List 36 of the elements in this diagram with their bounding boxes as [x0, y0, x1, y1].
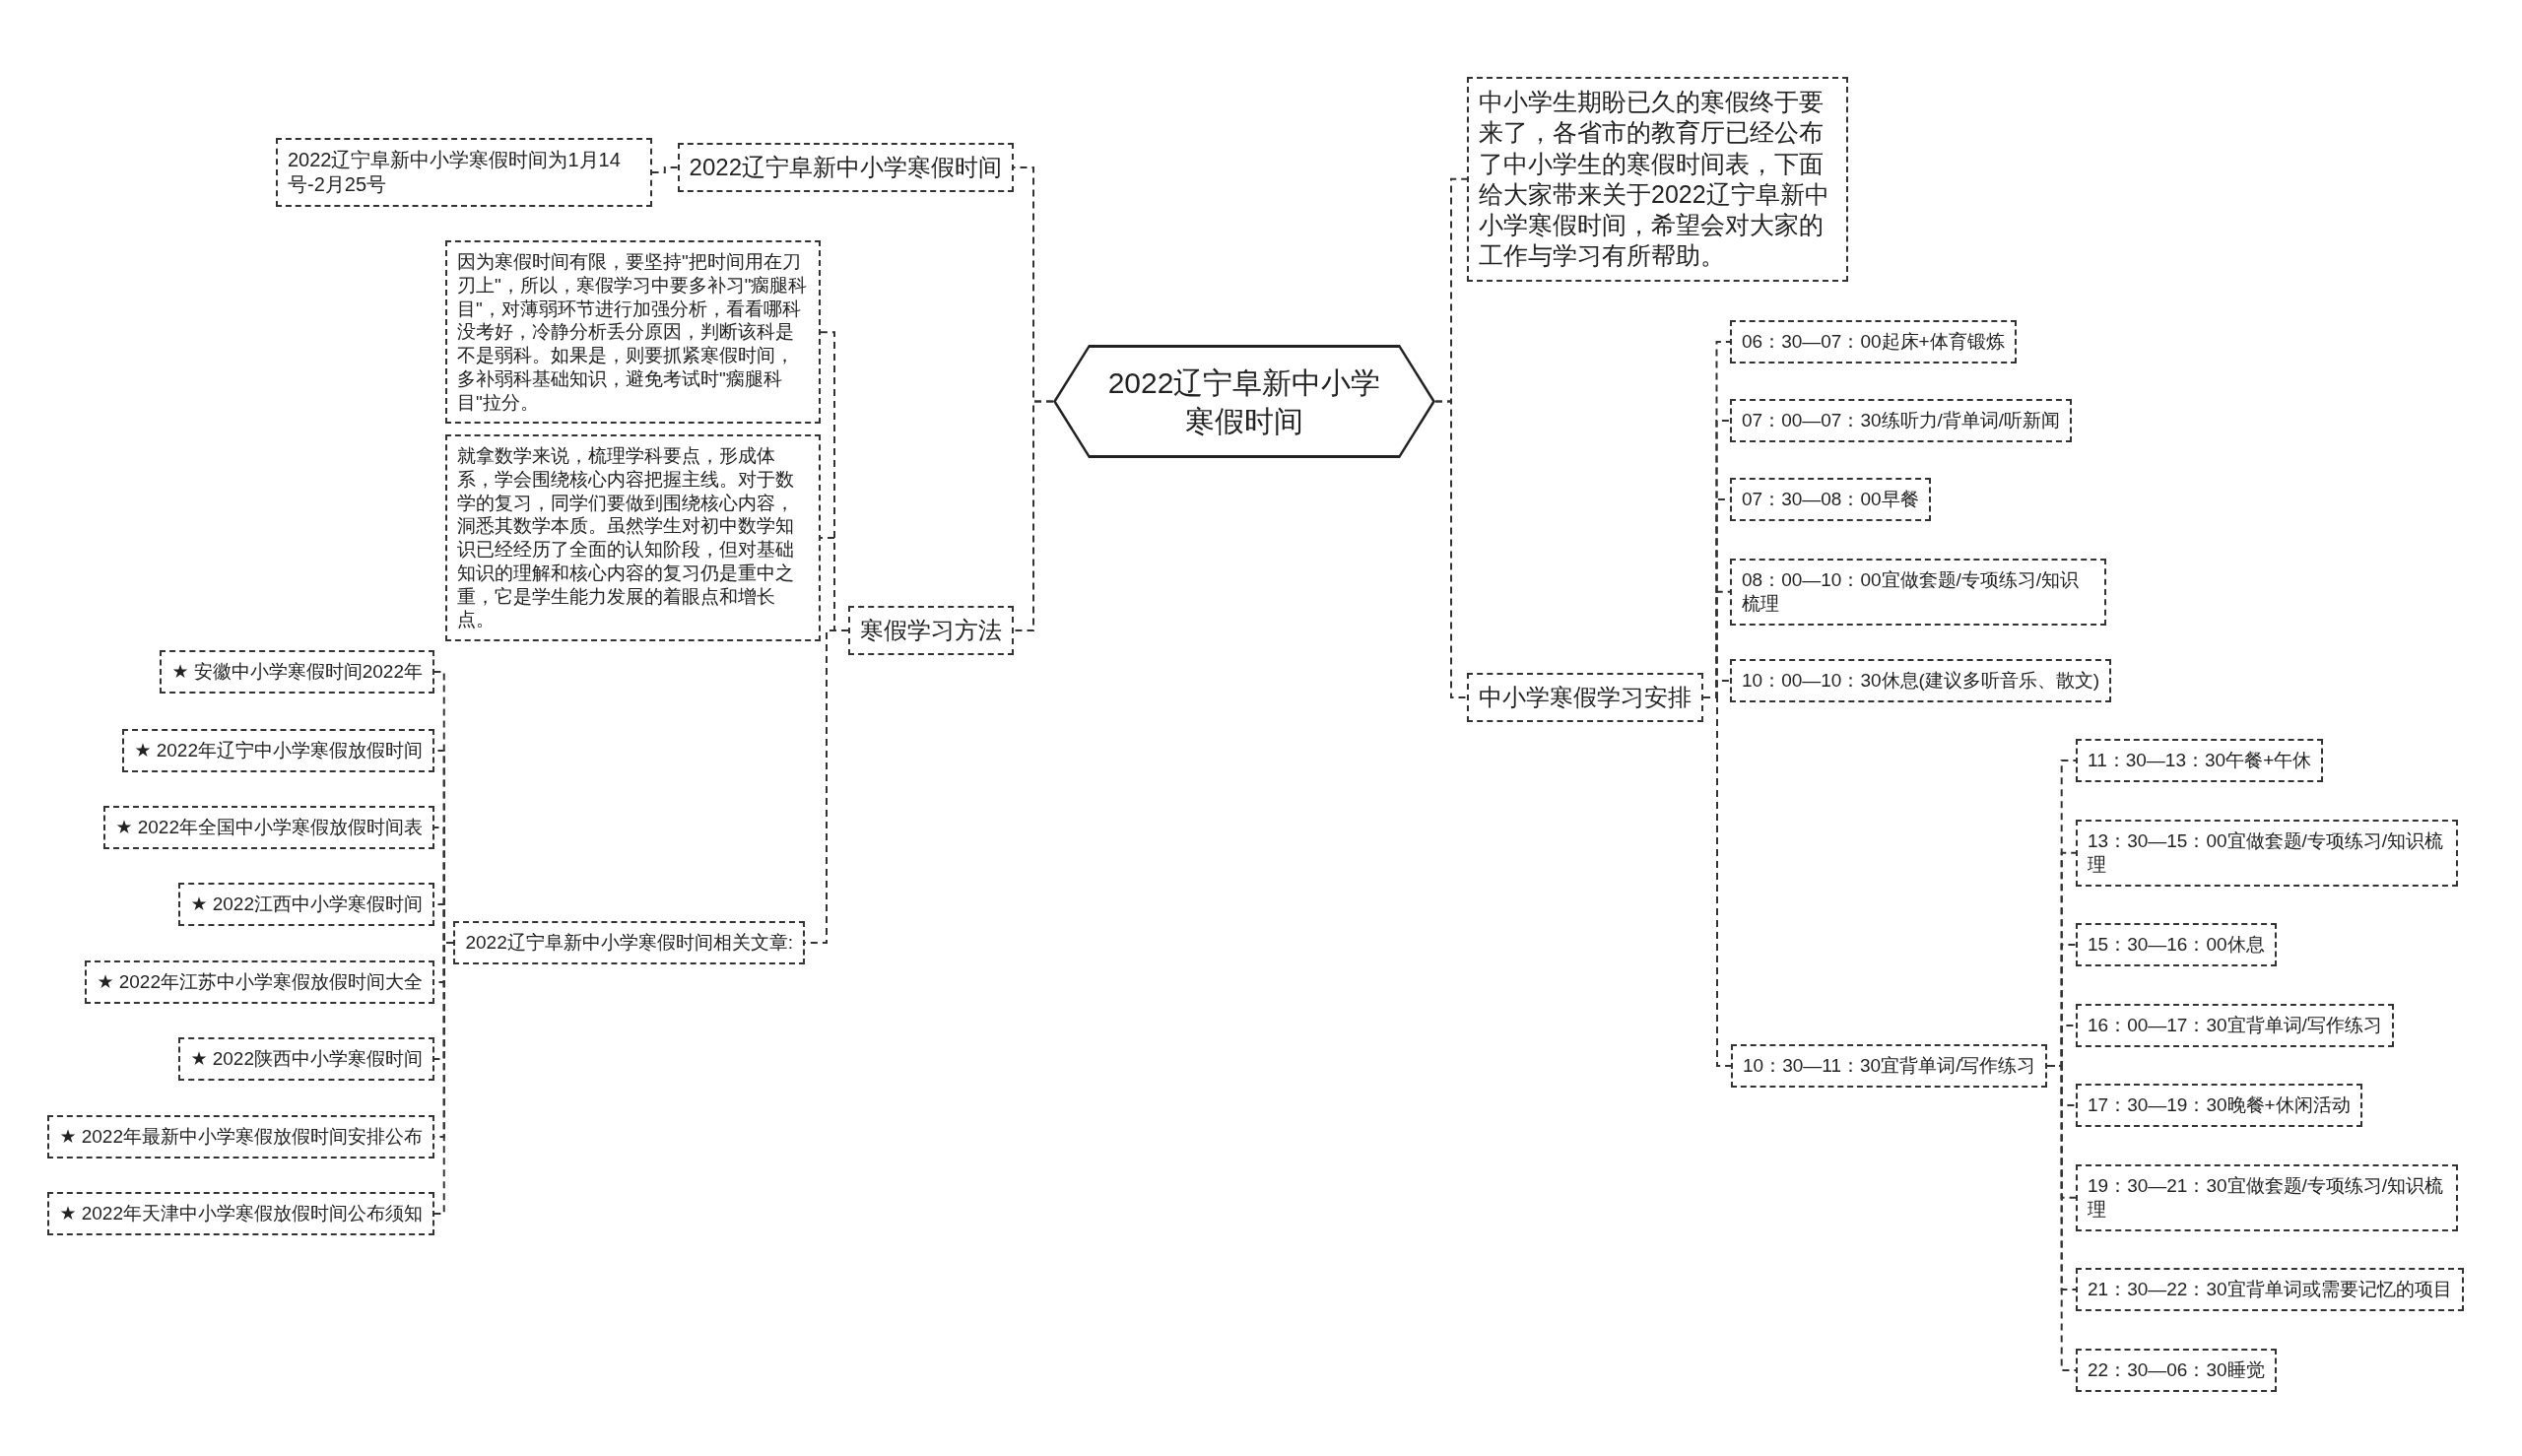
topic-box: 15：30—16：00休息: [2076, 923, 2277, 966]
connector-line: [433, 941, 455, 1215]
topic-box: 10：00—10：30休息(建议多听音乐、散文): [1730, 659, 2112, 702]
topic-box: 17：30—19：30晚餐+休闲活动: [2076, 1084, 2362, 1127]
topic-box: ★ 2022年最新中小学寒假放假时间安排公布: [47, 1115, 434, 1158]
topic-box: 06：30—07：00起床+体育锻炼: [1730, 320, 2017, 364]
topic-box: 13：30—15：00宜做套题/专项练习/知识梳理: [2076, 820, 2458, 887]
topic-box: 中小学生期盼已久的寒假终于要来了，各省市的教育厅已经公布了中小学生的寒假时间表，下面给大家带来关于2022辽宁阜新中小学寒假时间，希望会对大家的工作与学习有所帮助。: [1467, 77, 1848, 282]
connector-line: [1013, 400, 1054, 631]
connector-line: [651, 166, 679, 173]
topic-box: 寒假学习方法: [848, 606, 1014, 655]
connector-line: [1434, 400, 1468, 698]
topic-box: 2022辽宁阜新中小学寒假时间相关文章:: [453, 921, 805, 964]
topic-box: ★ 安徽中小学寒假时间2022年: [160, 650, 434, 694]
topic-box: 11：30—13：30午餐+午休: [2076, 739, 2324, 782]
topic-box: 中小学寒假学习安排: [1467, 673, 1703, 722]
topic-box: 08：00—10：00宜做套题/专项练习/知识梳理: [1730, 559, 2106, 626]
topic-box: 就拿数学来说，梳理学科要点，形成体系，学会围绕核心内容把握主线。对于数学的复习，同学们要做到围绕核心内容，洞悉其数学本质。虽然学生对初中数学知识已经经历了全面的认知阶段，但对基础知识的理解和核心内容的复习仍是重中之重，它是学生能力发展的着眼点和增长点。: [445, 434, 821, 641]
topic-box: 22：30—06：30睡觉: [2076, 1349, 2277, 1392]
topic-box: 21：30—22：30宜背单词或需要记忆的项目: [2076, 1268, 2464, 1311]
topic-box: 2022辽宁阜新中小学寒假时间: [677, 143, 1014, 192]
topic-box: ★ 2022江西中小学寒假时间: [178, 883, 434, 926]
topic-box: 因为寒假时间有限，要坚持"把时间用在刀刃上"，所以，寒假学习中要多补习"瘸腿科目"，对薄弱环节进行加强分析，看看哪科没考好，冷静分析丢分原因，判断该科是不是弱科。如果是，则要抓紧寒假时间，多补弱科基础知识，避免考试时"瘸腿科目"拉分。: [445, 240, 821, 425]
topic-box: ★ 2022年辽宁中小学寒假放假时间: [122, 729, 434, 772]
central-topic: 2022辽宁阜新中小学寒假时间: [1053, 345, 1435, 458]
topic-box: 10：30—11：30宜背单词/写作练习: [1731, 1044, 2048, 1088]
topic-box: 07：30—08：00早餐: [1730, 478, 1931, 521]
topic-box: ★ 2022陕西中小学寒假时间: [178, 1037, 434, 1081]
topic-box: 19：30—21：30宜做套题/专项练习/知识梳理: [2076, 1164, 2458, 1231]
connector-line: [2046, 1064, 2077, 1371]
topic-box: 2022辽宁阜新中小学寒假时间为1月14号-2月25号: [276, 138, 652, 207]
topic-box: ★ 2022年天津中小学寒假放假时间公布须知: [47, 1192, 434, 1235]
topic-box: 07：00—07：30练听力/背单词/听新闻: [1730, 399, 2073, 442]
topic-box: ★ 2022年江苏中小学寒假放假时间大全: [85, 960, 434, 1004]
topic-box: 16：00—17：30宜背单词/写作练习: [2076, 1004, 2394, 1047]
topic-box: ★ 2022年全国中小学寒假放假时间表: [103, 806, 434, 849]
